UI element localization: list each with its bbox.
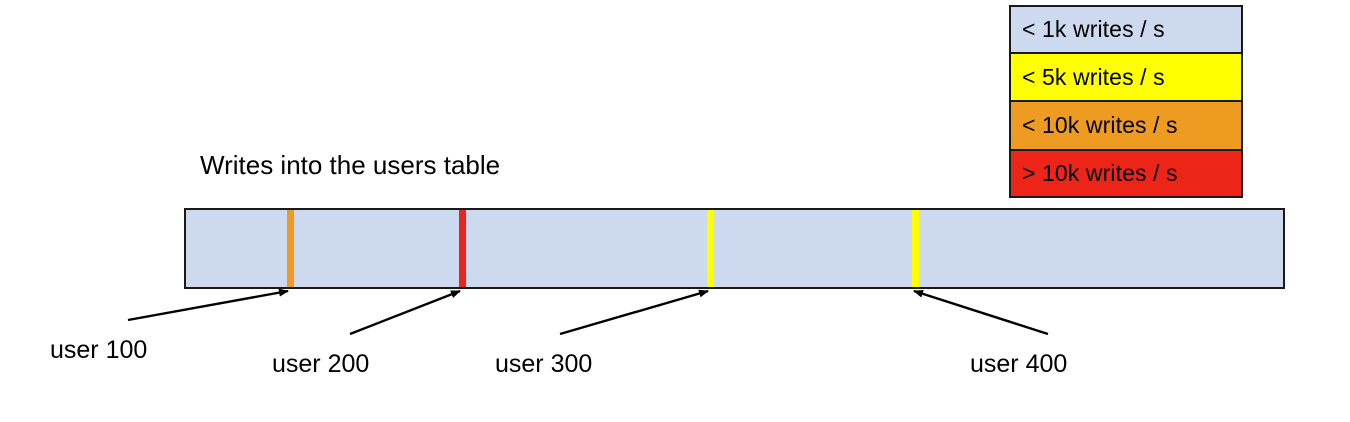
- arrow-user-400: [913, 289, 1049, 336]
- legend-item-lt-5k: < 5k writes / s: [1011, 54, 1241, 102]
- arrow-user-100: [127, 288, 289, 322]
- diagram-caption: Writes into the users table: [200, 150, 501, 180]
- legend-item-label: < 10k writes / s: [1022, 112, 1178, 138]
- writes-rate-legend: < 1k writes / s < 5k writes / s < 10k wr…: [1009, 5, 1243, 198]
- legend-item-lt-1k: < 1k writes / s: [1011, 7, 1241, 54]
- stripe-user-400: [912, 210, 919, 287]
- label-user-300: user 300: [495, 350, 593, 378]
- label-user-100: user 100: [50, 336, 148, 364]
- legend-item-lt-10k: < 10k writes / s: [1011, 102, 1241, 151]
- label-user-200: user 200: [272, 350, 370, 378]
- legend-item-gt-10k: > 10k writes / s: [1011, 151, 1241, 196]
- stripe-user-200: [459, 210, 466, 287]
- stripe-user-100: [287, 210, 294, 287]
- legend-item-label: < 1k writes / s: [1022, 16, 1165, 42]
- users-table-bar: [184, 208, 1285, 289]
- label-user-400: user 400: [970, 350, 1068, 378]
- legend-item-label: < 5k writes / s: [1022, 63, 1165, 90]
- stripe-user-300: [707, 210, 714, 287]
- arrow-user-300: [559, 289, 709, 336]
- legend-item-label: > 10k writes / s: [1022, 160, 1178, 186]
- arrow-user-200: [349, 289, 461, 336]
